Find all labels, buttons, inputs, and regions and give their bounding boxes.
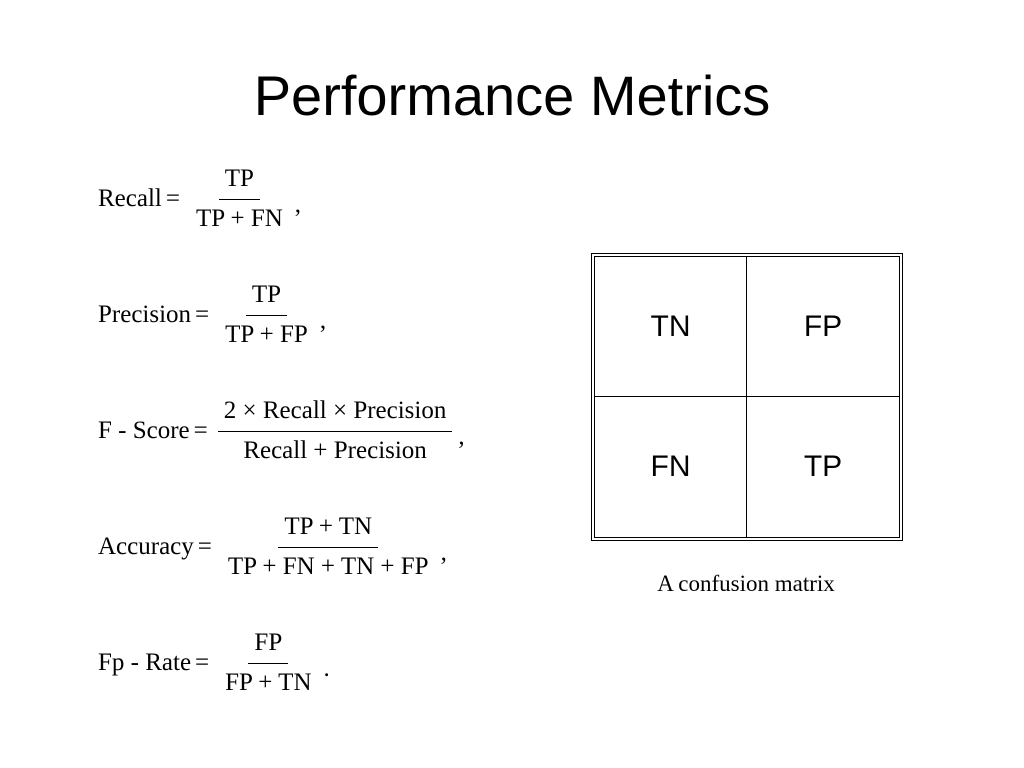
matrix-cell-tn: TN — [595, 257, 747, 397]
denominator: TP + FP — [225, 321, 308, 348]
formula-lhs: Recall — [98, 185, 162, 212]
punctuation: . — [323, 655, 330, 682]
equals-sign: = — [195, 301, 210, 328]
matrix-cell-fp: FP — [747, 257, 899, 397]
fraction: TP TP + FN — [190, 164, 289, 234]
numerator: TP — [245, 280, 288, 316]
punctuation: , — [440, 539, 447, 566]
numerator: FP — [248, 628, 289, 664]
numerator: TP + TN — [278, 512, 379, 548]
punctuation: , — [319, 307, 327, 334]
accuracy-formula: Accuracy = TP + TN TP + FN + TN + FP , — [98, 512, 447, 582]
fraction: 2 × Recall × Precision Recall + Precisio… — [217, 396, 453, 466]
punctuation: , — [458, 423, 465, 450]
equals-sign: = — [165, 185, 180, 212]
formula-lhs: Precision — [98, 301, 192, 328]
numerator: 2 × Recall × Precision — [217, 396, 453, 432]
equals-sign: = — [193, 417, 208, 444]
formula-lhs: Fp - Rate — [98, 649, 192, 676]
fraction: TP TP + FP — [219, 280, 314, 350]
matrix-cell-fn: FN — [595, 397, 747, 537]
denominator: TP + FN — [195, 205, 283, 232]
equals-sign: = — [195, 649, 210, 676]
fraction: TP + TN TP + FN + TN + FP — [222, 512, 435, 582]
slide-title: Performance Metrics — [253, 64, 771, 127]
formula-lhs: F - Score — [98, 417, 190, 444]
confusion-matrix: TN FP FN TP — [591, 253, 903, 541]
fraction: FP FP + TN — [219, 628, 317, 698]
recall-formula: Recall = TP TP + FN , — [98, 164, 301, 234]
denominator: Recall + Precision — [243, 437, 427, 464]
matrix-cell-tp: TP — [803, 450, 843, 483]
denominator: FP + TN — [225, 669, 312, 696]
equals-sign: = — [197, 533, 212, 560]
formula-lhs: Accuracy — [98, 533, 194, 560]
f-score-formula: F - Score = 2 × Recall × Precision Recal… — [98, 396, 465, 466]
numerator: TP — [218, 164, 260, 200]
fp-rate-formula: Fp - Rate = FP FP + TN . — [98, 628, 330, 698]
precision-formula: Precision = TP TP + FP , — [98, 280, 326, 350]
punctuation: , — [294, 191, 302, 218]
matrix-caption: A confusion matrix — [657, 571, 835, 596]
denominator: TP + FN + TN + FP — [227, 553, 429, 580]
